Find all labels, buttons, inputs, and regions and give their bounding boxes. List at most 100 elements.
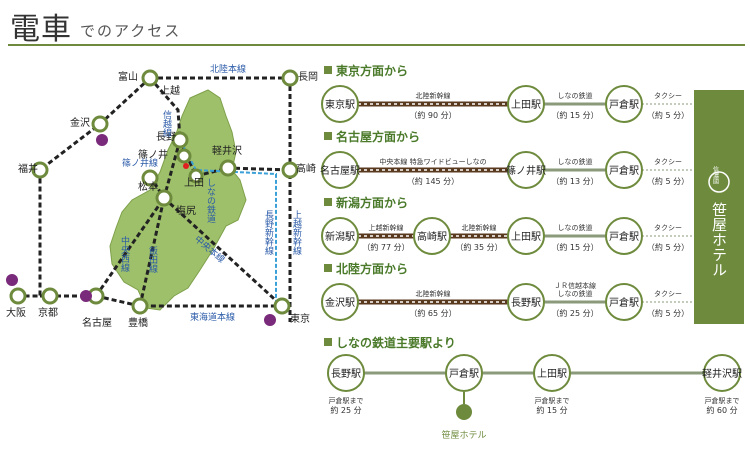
station-node bbox=[413, 217, 451, 255]
section-marker bbox=[324, 132, 332, 140]
station-shiojiri bbox=[155, 189, 173, 207]
station-node bbox=[507, 151, 545, 189]
station-node bbox=[507, 283, 545, 321]
label-iida-line: 飯田線 bbox=[147, 245, 158, 273]
shinano-station: 戸倉駅 bbox=[445, 354, 483, 392]
station-node bbox=[507, 217, 545, 255]
station-time: 約 60 分 bbox=[706, 405, 737, 415]
label-joetsu: 上越 bbox=[160, 84, 180, 97]
section-marker bbox=[324, 338, 332, 346]
station-name: 上田駅 bbox=[537, 368, 567, 380]
station-node bbox=[605, 217, 643, 255]
route-row: 東京方面から東京駅上田駅戸倉駅北陸新幹線（約 90 分）しなの鉄道（約 15 分… bbox=[321, 63, 694, 123]
rail-map: 富山 長岡 上越 金沢 福井 長野 篠ノ井 軽井沢 高崎 松本 上田 塩尻 大阪… bbox=[6, 63, 318, 329]
time-label: （約 5 分） bbox=[647, 110, 689, 120]
line-iida bbox=[138, 197, 166, 307]
label-shiojiri: 塩尻 bbox=[176, 204, 196, 217]
section-marker bbox=[324, 198, 332, 206]
station-node bbox=[703, 354, 741, 392]
line-label: 北陸新幹線 bbox=[416, 289, 451, 298]
time-label: （約 25 分） bbox=[551, 308, 598, 318]
line-label: しなの鉄道 bbox=[558, 157, 593, 166]
hotel-location-marker bbox=[183, 163, 189, 169]
label-matsumoto: 松本 bbox=[138, 180, 158, 193]
station-node bbox=[321, 85, 359, 123]
airport-icon bbox=[80, 290, 92, 302]
label-shinano-line: しなの鉄道 bbox=[205, 178, 216, 224]
station-toyama bbox=[141, 69, 159, 87]
station-name: 金沢駅 bbox=[325, 296, 355, 309]
label-tokaido: 東海道本線 bbox=[190, 311, 235, 323]
station-name: 篠ノ井駅 bbox=[506, 164, 546, 177]
time-label: （約 15 分） bbox=[551, 110, 598, 120]
line-label: タクシー bbox=[654, 223, 682, 232]
label-kyoto: 京都 bbox=[38, 306, 58, 319]
station-name: 長野駅 bbox=[331, 368, 361, 380]
station-nagaoka bbox=[281, 69, 299, 87]
time-label: （約 5 分） bbox=[647, 176, 689, 186]
time-label: （約 90 分） bbox=[409, 110, 456, 120]
station-node bbox=[605, 283, 643, 321]
label-nagoya: 名古屋 bbox=[82, 316, 112, 329]
time-label: （約 65 分） bbox=[409, 308, 456, 318]
station-note: 戸倉駅まで bbox=[329, 396, 364, 405]
line-tokaido bbox=[40, 294, 282, 308]
station-name: 戸倉駅 bbox=[449, 367, 479, 380]
station-node bbox=[507, 85, 545, 123]
station-node bbox=[321, 217, 359, 255]
label-takasaki: 高崎 bbox=[296, 162, 316, 175]
routes-panel: 信濃國 笹屋ホテル 東京方面から東京駅上田駅戸倉駅北陸新幹線（約 90 分）しな… bbox=[320, 63, 744, 441]
line-shinonoi bbox=[162, 139, 182, 199]
station-node bbox=[533, 354, 571, 392]
hotel-banner bbox=[694, 90, 744, 324]
nagano-prefecture-shape bbox=[109, 89, 247, 311]
station-time: 約 25 分 bbox=[330, 405, 361, 415]
line-chuo-nishi bbox=[94, 197, 166, 297]
route-row: 名古屋方面から名古屋駅篠ノ井駅戸倉駅中央本線 特急ワイドビューしなの（約 145… bbox=[320, 129, 694, 189]
route-title: 北陸方面から bbox=[336, 261, 408, 276]
station-name: 上田駅 bbox=[511, 231, 541, 243]
station-kanazawa bbox=[91, 115, 109, 133]
station-karuizawa bbox=[219, 159, 237, 177]
time-label: （約 15 分） bbox=[551, 242, 598, 252]
label-fukui: 福井 bbox=[18, 162, 38, 175]
station-shinonoi bbox=[176, 148, 192, 164]
airport-icon bbox=[6, 274, 18, 286]
section-marker bbox=[324, 264, 332, 272]
route-title: 東京方面から bbox=[336, 63, 408, 78]
station-node bbox=[445, 354, 483, 392]
time-label: （約 35 分） bbox=[455, 242, 502, 252]
station-name: 新潟駅 bbox=[325, 230, 355, 243]
label-shinetsu-line: 信越線 bbox=[161, 109, 172, 137]
station-time: 約 15 分 bbox=[536, 405, 567, 415]
station-node bbox=[605, 151, 643, 189]
line-label: タクシー bbox=[654, 91, 682, 100]
station-matsumoto bbox=[141, 169, 159, 187]
route-row: 新潟方面から新潟駅高崎駅上田駅戸倉駅上越新幹線（約 77 分）北陸新幹線（約 3… bbox=[321, 195, 694, 255]
page-header: 電車 でのアクセス bbox=[0, 0, 750, 48]
label-shinonoi: 篠ノ井 bbox=[138, 148, 168, 161]
time-label: （約 145 分） bbox=[407, 176, 459, 186]
line-label: タクシー bbox=[654, 289, 682, 298]
label-hokuriku-line: 北陸本線 bbox=[210, 63, 246, 75]
line-nagano-shinkansen bbox=[179, 139, 277, 302]
station-name: 戸倉駅 bbox=[609, 98, 639, 111]
station-toyohashi bbox=[131, 297, 149, 315]
station-name: 軽井沢駅 bbox=[702, 367, 742, 380]
line-label: 上越新幹線 bbox=[369, 223, 404, 232]
station-osaka bbox=[9, 287, 27, 305]
hotel-crest-icon bbox=[708, 171, 730, 193]
station-name: 東京駅 bbox=[325, 98, 355, 111]
time-label: （約 5 分） bbox=[647, 242, 689, 252]
page-subtitle: でのアクセス bbox=[80, 22, 182, 40]
station-name: 戸倉駅 bbox=[609, 230, 639, 243]
label-chuo-nishi: 中央西線 bbox=[119, 235, 130, 272]
station-note: 戸倉駅まで bbox=[705, 396, 740, 405]
station-name: 高崎駅 bbox=[417, 230, 447, 243]
label-kanazawa: 金沢 bbox=[70, 116, 90, 129]
label-nagano-shinkansen: 長野新幹線 bbox=[263, 210, 274, 255]
time-label: （約 77 分） bbox=[362, 242, 409, 252]
